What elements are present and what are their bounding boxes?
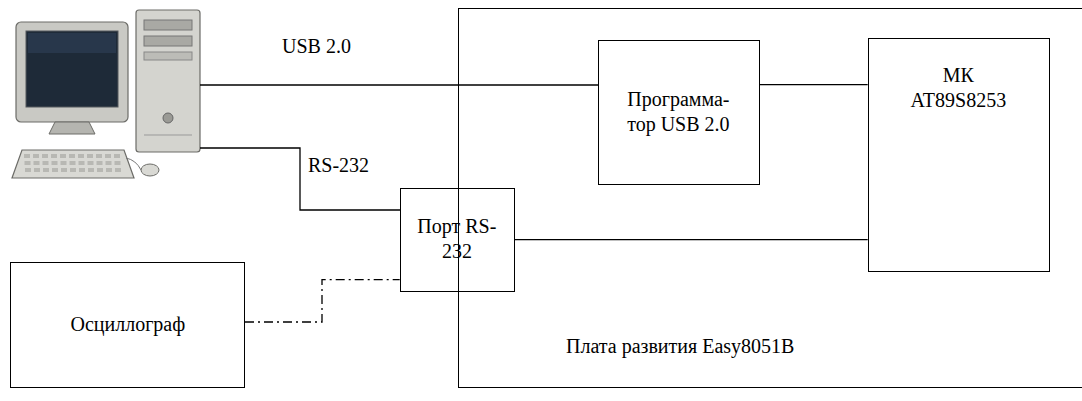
rs232-wire <box>200 148 400 210</box>
block-box: Осциллограф <box>10 262 245 388</box>
interface-label: USB 2.0 <box>282 34 351 58</box>
block-label: Осциллограф <box>70 312 186 337</box>
probe-connector <box>245 280 400 322</box>
board-frame: Плата развития Easy8051B Программа- тор U… <box>458 8 1082 388</box>
interface-label: RS-232 <box>308 153 369 177</box>
block-label: МК AT89S8253 <box>903 63 1013 113</box>
connector <box>515 239 868 240</box>
block-label: Порт RS-232 <box>411 214 503 264</box>
usb-wire <box>200 84 598 85</box>
block-box: Порт RS-232 <box>400 188 515 292</box>
computer-illustration <box>12 10 200 178</box>
connector <box>760 84 868 85</box>
block-box: Программа- тор USB 2.0 <box>598 40 760 185</box>
board-label: Плата развития Easy8051B <box>566 334 794 359</box>
block-box: МК AT89S8253 <box>868 38 1050 272</box>
block-label: Программа- тор USB 2.0 <box>616 87 741 137</box>
